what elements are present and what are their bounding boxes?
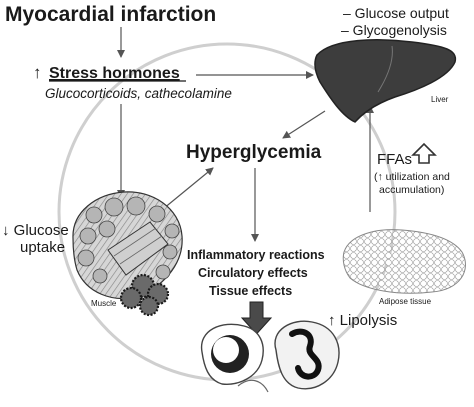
muscle-effect-line-1: ↓ Glucose xyxy=(2,222,69,239)
arrow-liver-to-hyperglycemia xyxy=(282,110,326,139)
liver-illustration xyxy=(314,39,457,123)
effects-line-3: Tissue effects xyxy=(209,284,292,298)
liver-label: Liver xyxy=(431,95,449,104)
arrow-muscle-to-hyperglycemia xyxy=(162,167,214,210)
ffas-label: FFAs xyxy=(377,151,412,168)
immune-cells-illustration xyxy=(200,320,340,393)
ffas-up-arrow-icon xyxy=(411,142,437,164)
adipose-label: Adipose tissue xyxy=(379,297,432,306)
stress-hormones-heading: Stress hormones xyxy=(49,65,180,82)
ffas-note-line-2: accumulation) xyxy=(379,184,444,196)
effects-line-1: Inflammatory reactions xyxy=(187,248,325,262)
ffas-note-line-1: (↑ utilization and xyxy=(374,171,450,183)
liver-effect-glucose-output: – Glucose output xyxy=(343,5,449,21)
muscle-effect-line-2: uptake xyxy=(20,239,65,256)
stress-up-arrow: ↑ xyxy=(33,63,42,82)
hyperglycemia-heading: Hyperglycemia xyxy=(186,142,322,163)
effects-line-2: Circulatory effects xyxy=(198,266,308,280)
big-down-arrow xyxy=(240,301,273,335)
liver-effect-glycogenolysis: – Glycogenolysis xyxy=(341,22,447,38)
adipose-illustration xyxy=(342,229,466,294)
title: Myocardial infarction xyxy=(5,3,216,26)
stress-hormones-subtitle: Glucocorticoids, cathecolamine xyxy=(45,86,232,101)
muscle-illustration xyxy=(72,191,183,317)
lipolysis-effect: ↑ Lipolysis xyxy=(328,312,397,329)
muscle-label: Muscle xyxy=(91,299,117,308)
